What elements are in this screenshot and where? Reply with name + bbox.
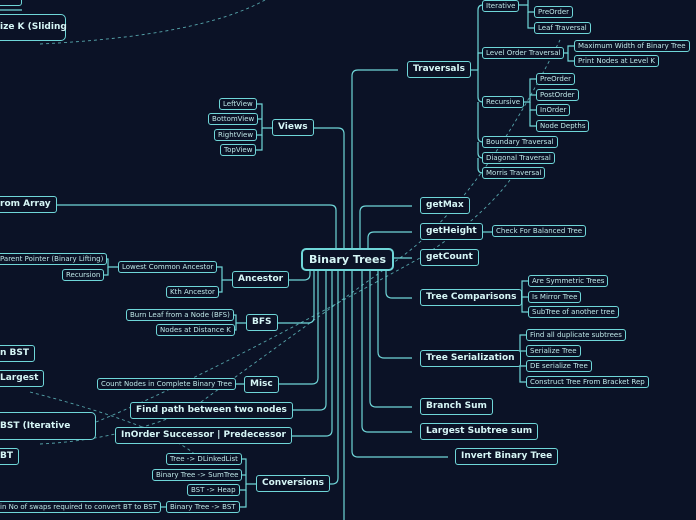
deserialize-node[interactable]: DE serialize Tree xyxy=(526,360,592,372)
preorder-iterative-node[interactable]: PreOrder xyxy=(534,6,574,18)
top-view-node[interactable]: TopView xyxy=(220,144,257,156)
getcount-node[interactable]: getCount xyxy=(420,249,479,266)
rec-inorder-node[interactable]: InOrder xyxy=(536,104,571,116)
max-width-node[interactable]: Maximum Width of Binary Tree xyxy=(574,40,690,52)
bt-sumtree-node[interactable]: Binary Tree -> SumTree xyxy=(152,469,243,481)
link-getmax xyxy=(359,205,412,248)
kth-ancestor-node[interactable]: Kth Ancestor xyxy=(166,286,219,298)
ancestor-node[interactable]: Ancestor xyxy=(232,271,290,288)
getheight-node[interactable]: getHeight xyxy=(420,223,483,240)
link-findpath xyxy=(276,270,327,411)
burn-leaf-node[interactable]: Burn Leaf from a Node (BFS) xyxy=(126,309,234,321)
nodes-distance-k-node[interactable]: Nodes at Distance K xyxy=(156,324,235,336)
subtree-of-another-node[interactable]: SubTree of another tree xyxy=(528,306,619,318)
lca-node[interactable]: Lowest Common Ancestor xyxy=(118,261,218,273)
node-depths-node[interactable]: Node Depths xyxy=(536,120,590,132)
dashed-link-1 xyxy=(39,0,266,45)
right-view-node[interactable]: RightView xyxy=(214,129,258,141)
tree-comparisons-node[interactable]: Tree Comparisons xyxy=(420,289,523,306)
largest-node[interactable]: Largest xyxy=(0,370,45,387)
link-largest xyxy=(361,270,412,433)
inorder-successor-node[interactable]: InOrder Successor | Predecessor xyxy=(115,427,292,444)
check-balanced-node[interactable]: Check For Balanced Tree xyxy=(492,225,587,237)
bt-bst-node[interactable]: Binary Tree -> BST xyxy=(166,501,240,513)
from-array-node[interactable]: rom Array xyxy=(0,196,57,213)
level-order-node[interactable]: Level Order Traversal xyxy=(482,47,565,59)
recursion-node[interactable]: Recursion xyxy=(62,269,105,281)
rec-postorder-node[interactable]: PostOrder xyxy=(536,89,579,101)
conversions-node[interactable]: Conversions xyxy=(256,475,330,492)
offscreen-top-node[interactable] xyxy=(0,0,22,6)
bracket-rep-node[interactable]: Construct Tree From Bracket Rep xyxy=(526,376,649,388)
link-from-array xyxy=(52,204,337,248)
leaf-traversal-node[interactable]: Leaf Traversal xyxy=(534,22,591,34)
find-path-node[interactable]: Find path between two nodes xyxy=(130,402,293,419)
morris-traversal-node[interactable]: Morris Traversal xyxy=(482,167,546,179)
bfs-node[interactable]: BFS xyxy=(246,314,278,331)
count-complete-node[interactable]: Count Nodes in Complete Binary Tree xyxy=(97,378,237,390)
root-node[interactable]: Binary Trees xyxy=(301,248,394,271)
invert-tree-node[interactable]: Invert Binary Tree xyxy=(455,448,559,465)
serialize-node[interactable]: Serialize Tree xyxy=(526,345,581,357)
are-symmetric-node[interactable]: Are Symmetric Trees xyxy=(528,275,609,287)
is-mirror-node[interactable]: Is Mirror Tree xyxy=(528,291,582,303)
views-node[interactable]: Views xyxy=(272,119,314,136)
tree-serialization-node[interactable]: Tree Serialization xyxy=(420,350,521,367)
diagonal-traversal-node[interactable]: Diagonal Traversal xyxy=(482,152,555,164)
link-conversions xyxy=(322,270,339,485)
link-inorder xyxy=(278,270,333,437)
bst-heap-node[interactable]: BST -> Heap xyxy=(187,484,240,496)
link-branchsum xyxy=(369,270,412,408)
branch-sum-node[interactable]: Branch Sum xyxy=(420,398,493,415)
print-level-k-node[interactable]: Print Nodes at Level K xyxy=(574,55,660,67)
find-duplicates-node[interactable]: Find all duplicate subtrees xyxy=(526,329,626,341)
link-comparisons xyxy=(385,270,412,299)
link-invert xyxy=(351,270,448,458)
size-k-sliding-node[interactable]: ize K (Sliding xyxy=(0,14,67,41)
rec-preorder-node[interactable]: PreOrder xyxy=(536,73,576,85)
left-view-node[interactable]: LeftView xyxy=(219,98,257,110)
dashed-link-4 xyxy=(29,391,201,461)
link-serialization xyxy=(377,270,412,359)
tree-dll-node[interactable]: Tree -> DLinkedList xyxy=(166,453,242,465)
traversals-node[interactable]: Traversals xyxy=(407,61,471,78)
largest-subtree-sum-node[interactable]: Largest Subtree sum xyxy=(420,423,539,440)
boundary-traversal-node[interactable]: Boundary Traversal xyxy=(482,136,558,148)
n-bst-node[interactable]: n BST xyxy=(0,345,36,362)
recursive-node[interactable]: Recursive xyxy=(482,96,525,108)
bst-iterative-node[interactable]: BST (Iterative xyxy=(0,412,96,440)
parent-pointer-node[interactable]: Parent Pointer (Binary Lifting) xyxy=(0,253,108,265)
dashed-link-2 xyxy=(39,39,561,445)
link-ancestor xyxy=(284,270,311,281)
dashed-link-3 xyxy=(95,179,511,423)
bottom-view-node[interactable]: BottomView xyxy=(208,113,259,125)
getmax-node[interactable]: getMax xyxy=(420,197,470,214)
misc-node[interactable]: Misc xyxy=(244,376,279,393)
iterative-node[interactable]: Iterative xyxy=(482,0,520,12)
link-bfs xyxy=(276,270,315,324)
link-traversals xyxy=(351,69,398,248)
link-misc xyxy=(278,270,319,385)
min-swaps-node[interactable]: in No of swaps required to convert BT to… xyxy=(0,501,161,513)
link-getheight xyxy=(367,231,412,248)
link-views xyxy=(312,127,345,248)
bt-node[interactable]: BT xyxy=(0,448,19,465)
